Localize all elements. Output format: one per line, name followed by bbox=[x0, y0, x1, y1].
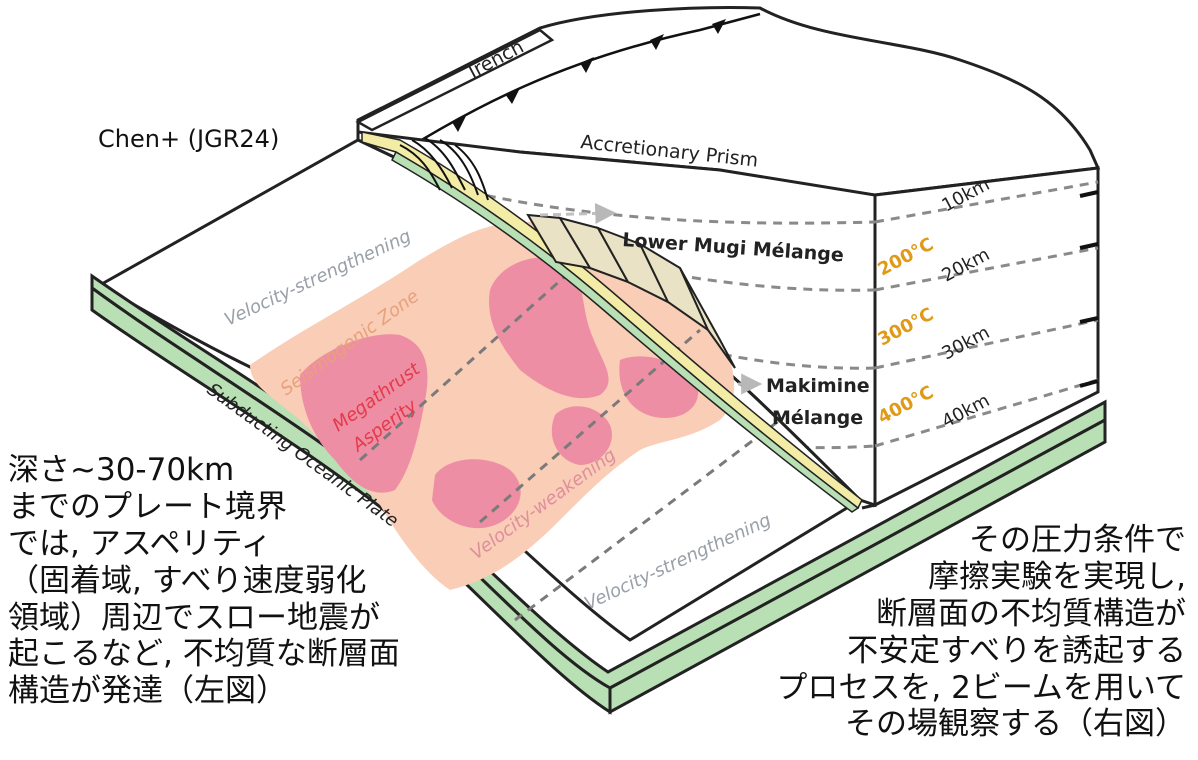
thrust-tooth bbox=[452, 116, 466, 132]
right-description-line: 断層面の不均質構造が bbox=[876, 595, 1186, 632]
thrust-tooth bbox=[505, 88, 520, 104]
left-description-line: 領域）周辺でスロー地震が bbox=[8, 599, 380, 636]
left-description-line: （固着域, すべり速度弱化 bbox=[8, 562, 367, 599]
left-description-line: 起こるなど, 不均質な断層面 bbox=[8, 636, 400, 673]
melange-slices bbox=[526, 213, 736, 369]
splay-faults bbox=[399, 137, 489, 201]
right-description-line: プロセスを, 2ビームを用いて bbox=[776, 669, 1186, 706]
right-description-line: 摩擦実験を実現し, bbox=[928, 558, 1186, 595]
citation: Chen+ (JGR24) bbox=[98, 125, 280, 153]
trench-band bbox=[355, 28, 555, 132]
thrust-tooth bbox=[650, 34, 664, 50]
trench-thrust-line bbox=[404, 12, 761, 152]
decollement-strip bbox=[391, 150, 860, 513]
left-description-line: 深さ~30-70km bbox=[8, 452, 235, 488]
block-right-face bbox=[873, 166, 1100, 508]
makimine-label-line1: Makimine bbox=[766, 375, 870, 397]
thrust-tooth bbox=[712, 19, 726, 34]
asperity-patch bbox=[432, 459, 521, 529]
left-description: 深さ~30-70km までのプレート境界 では, アスペリティ （固着域, すべ… bbox=[8, 452, 400, 710]
depth-contours-right bbox=[874, 180, 1099, 448]
oceanic-plate-side bbox=[608, 417, 1107, 715]
left-description-line: までのプレート境界 bbox=[8, 488, 287, 525]
left-description-line: では, アスペリティ bbox=[8, 525, 272, 562]
block-base-line bbox=[861, 503, 876, 510]
thrust-tooth bbox=[580, 57, 594, 73]
asperity-patch bbox=[489, 257, 609, 399]
right-description-line: その圧力条件で bbox=[969, 522, 1186, 558]
makimine-label-line2: Mélange bbox=[772, 407, 863, 429]
right-description-line: 不安定すべりを誘起する bbox=[847, 632, 1186, 669]
left-description-line: 構造が発達（左図） bbox=[8, 673, 287, 710]
asperity-patch bbox=[300, 334, 428, 493]
interface-depth-lines bbox=[358, 243, 781, 622]
right-description: その圧力条件で 摩擦実験を実現し, 断層面の不均質構造が 不安定すべりを誘起する… bbox=[776, 522, 1186, 743]
asperity-patch bbox=[551, 406, 612, 465]
depth-ticks bbox=[1079, 190, 1099, 388]
right-description-line: その場観察する（右図） bbox=[845, 706, 1186, 743]
